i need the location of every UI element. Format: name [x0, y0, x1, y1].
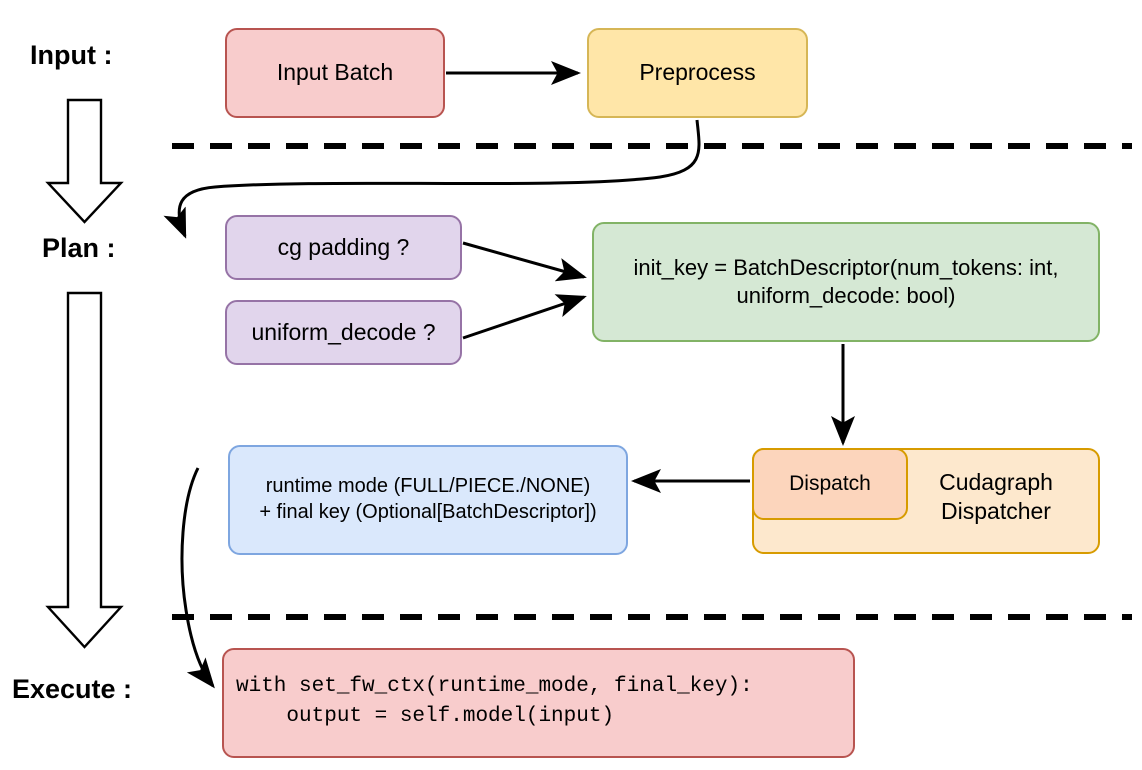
plan-to-execute-arrow [45, 291, 124, 649]
node-runtime-mode-text: runtime mode (FULL/PIECE./NONE) + final … [259, 474, 596, 525]
node-execute-code-line2: output = self.model(input) [236, 705, 615, 729]
node-cg-padding[interactable]: cg padding ? [225, 215, 462, 280]
stage-label-input: Input : [30, 40, 113, 70]
node-init-key-line2: uniform_decode: bool) [736, 283, 956, 308]
node-uniform-decode[interactable]: uniform_decode ? [225, 300, 462, 365]
edge-runtime-mode-to-execute-code [180, 467, 215, 689]
node-cudagraph-dispatcher-line2: Dispatcher [941, 498, 1051, 525]
node-preprocess-label: Preprocess [639, 59, 756, 86]
node-input-batch[interactable]: Input Batch [225, 28, 445, 118]
node-cudagraph-dispatcher-line1: Cudagraph [939, 469, 1053, 495]
node-preprocess[interactable]: Preprocess [587, 28, 808, 118]
node-init-key-text: init_key = BatchDescriptor(num_tokens: i… [634, 254, 1059, 310]
edge-cg-padding-to-init-key [462, 241, 587, 282]
node-cg-padding-label: cg padding ? [277, 233, 410, 260]
stage-label-plan: Plan : [42, 233, 116, 263]
node-cudagraph-dispatcher-text: Cudagraph Dispatcher [912, 468, 1080, 527]
node-execute-code[interactable]: with set_fw_ctx(runtime_mode, final_key)… [222, 648, 855, 758]
node-uniform-decode-label: uniform_decode ? [251, 318, 436, 345]
node-dispatch-label: Dispatch [789, 471, 871, 495]
node-runtime-mode-line1: runtime mode (FULL/PIECE./NONE) [265, 475, 591, 498]
node-dispatch[interactable]: Dispatch [752, 448, 908, 520]
node-execute-code-line1: with set_fw_ctx(runtime_mode, final_key)… [236, 675, 753, 698]
node-input-batch-label: Input Batch [276, 59, 394, 86]
node-runtime-mode-line2: + final key (Optional[BatchDescriptor]) [259, 501, 597, 523]
node-runtime-mode[interactable]: runtime mode (FULL/PIECE./NONE) + final … [228, 445, 628, 555]
edge-uniform-decode-to-init-key [462, 294, 587, 340]
node-init-key-line1: init_key = BatchDescriptor(num_tokens: i… [633, 254, 1059, 280]
input-to-plan-arrow [45, 98, 124, 224]
stage-label-execute: Execute : [12, 674, 133, 704]
node-init-key[interactable]: init_key = BatchDescriptor(num_tokens: i… [592, 222, 1100, 342]
